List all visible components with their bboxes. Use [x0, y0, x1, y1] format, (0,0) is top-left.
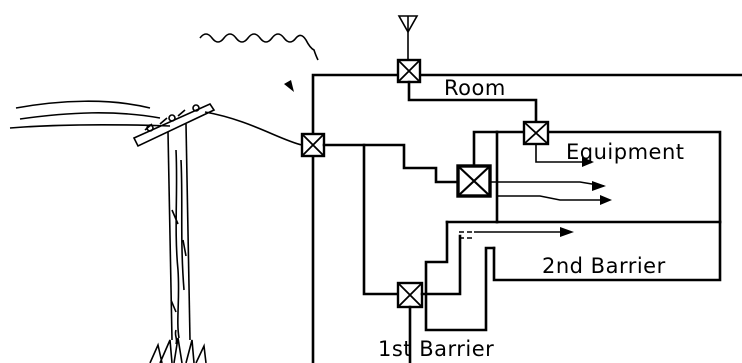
- filter-box-icon: [396, 58, 422, 84]
- arrow-icon: [600, 195, 612, 205]
- antenna-feed-line: [407, 80, 538, 124]
- arrow-icon: [560, 227, 574, 237]
- wavy-arrow-icon: [199, 33, 319, 92]
- power-feed-line: [322, 143, 460, 184]
- filter-box-icon: [456, 164, 492, 198]
- label-room: Room: [444, 76, 506, 100]
- arrow-icon: [582, 157, 594, 167]
- label-1st-barrier: 1st Barrier: [378, 337, 494, 361]
- utility-pole-icon: [9, 100, 216, 363]
- arrow-icon: [592, 181, 606, 191]
- antenna-icon: [397, 15, 419, 60]
- label-2nd-barrier: 2nd Barrier: [542, 254, 666, 278]
- filter-box-icon: [396, 281, 424, 309]
- filter-box-icon: [522, 120, 550, 146]
- equipment-shield-top-b: [546, 130, 722, 224]
- second-barrier-right: [492, 220, 722, 282]
- second-barrier-outline: [424, 220, 496, 332]
- room-shield-top: [311, 73, 742, 137]
- service-wire: [204, 111, 303, 146]
- first-barrier-feed: [362, 143, 400, 296]
- filter-box-icon: [300, 132, 326, 158]
